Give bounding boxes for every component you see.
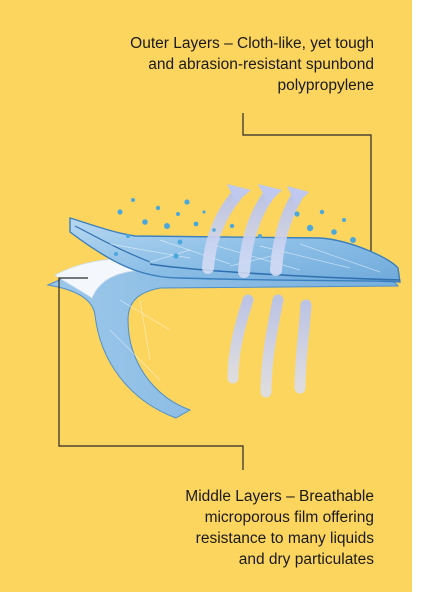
middle-layers-callout: Middle Layers – Breathable microporous f… <box>185 486 374 570</box>
middle-callout-line-1: Middle Layers – Breathable <box>185 488 374 505</box>
outer-callout-line-2: and abrasion-resistant spunbond <box>148 56 374 73</box>
breathability-arrow-icon <box>233 300 306 392</box>
middle-callout-line-4: and dry particulates <box>239 551 374 568</box>
outer-callout-line-3: polypropylene <box>277 77 374 94</box>
outer-layers-callout: Outer Layers – Cloth-like, yet tough and… <box>130 33 374 96</box>
middle-callout-line-2: microporous film offering <box>205 509 374 526</box>
middle-leader-line <box>59 278 243 470</box>
outer-callout-line-1: Outer Layers – Cloth-like, yet tough <box>130 35 374 52</box>
middle-callout-line-3: resistance to many liquids <box>196 530 374 547</box>
diagram-panel: Outer Layers – Cloth-like, yet tough and… <box>0 0 412 592</box>
